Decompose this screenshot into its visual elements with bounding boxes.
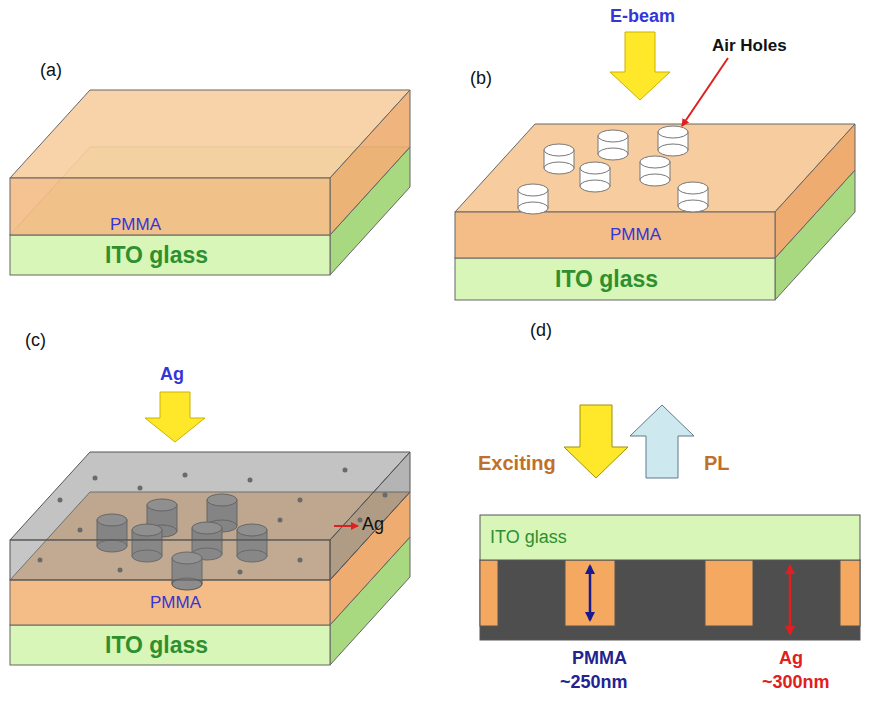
layer-name: PMMA [110, 215, 161, 235]
ag-deposit-arrow [145, 392, 205, 442]
pmma-thickness [589, 566, 592, 620]
layer-name: ITO glass [105, 242, 208, 268]
ebeam-arrow [610, 32, 670, 100]
ito-glass-layer: ITO glass [455, 258, 775, 300]
exciting-arrow [564, 405, 628, 478]
panel-letter: (c) [25, 330, 46, 351]
dimension-label: PMMA [572, 648, 627, 669]
pl-arrow [630, 405, 694, 478]
panel-letter: (b) [470, 68, 492, 89]
ag-thickness [789, 566, 792, 634]
callout-label: Ag [362, 514, 384, 535]
slab-b [455, 124, 855, 300]
air-holes [518, 126, 708, 214]
beam-label: Exciting [478, 452, 556, 475]
ag-layer [10, 452, 410, 580]
air-holes-leader [682, 58, 728, 126]
cross-section [480, 515, 860, 640]
beam-label: PL [704, 452, 730, 475]
pmma-layer: PMMA [10, 178, 330, 235]
layer-name: ITO glass [105, 632, 208, 658]
ito-glass-layer: ITO glass [10, 235, 330, 275]
panel-letter: (d) [530, 320, 552, 341]
layer-name: PMMA [610, 225, 661, 245]
panel-letter: (a) [40, 60, 62, 81]
pmma-layer: PMMA [455, 212, 775, 258]
callout-label: Air Holes [712, 36, 787, 56]
ito-glass-layer: ITO glass [10, 625, 330, 665]
dimension-label: ~250nm [560, 672, 628, 693]
slab-a [10, 90, 410, 275]
ag-particles [38, 468, 388, 575]
pmma-layer: PMMA [10, 580, 330, 625]
process-label: Ag [160, 364, 184, 385]
ag-leader [334, 525, 358, 527]
process-label: E-beam [610, 6, 675, 27]
layer-name: ITO glass [490, 527, 567, 548]
ito-glass-band: ITO glass [480, 515, 860, 560]
dimension-label: ~300nm [762, 672, 830, 693]
layer-name: ITO glass [555, 266, 658, 292]
layer-name: PMMA [150, 593, 201, 613]
dimension-label: Ag [779, 648, 803, 669]
